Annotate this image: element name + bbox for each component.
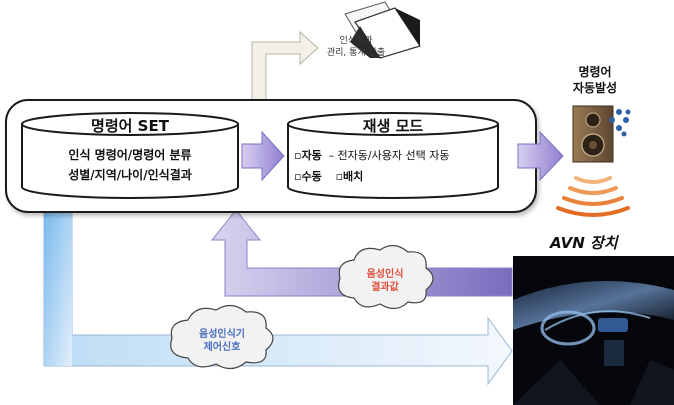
report-output-label-line2: 관리, 통계 산출: [318, 47, 394, 59]
avn-dashboard-image: [513, 256, 674, 405]
recognition-result-line1: 음성인식: [350, 268, 420, 281]
auto-mode-label: 자동: [301, 147, 321, 163]
speaker-label-line2: 자동발성: [560, 80, 630, 96]
control-signal-arrow-vertical: [44, 212, 72, 366]
manual-mode-label: 수동: [301, 168, 321, 184]
command-set-line1: 인식 명령어/명령어 분류: [28, 146, 232, 163]
batch-mode-label: 배치: [343, 168, 363, 184]
playback-mode-row2: ▫수동 ▫배치: [294, 168, 363, 184]
bullet-icon: ▫: [294, 149, 301, 162]
bullet-icon: ▫: [294, 170, 301, 183]
sound-wave-icon: [558, 178, 628, 215]
speaker-icon: [573, 106, 631, 162]
recognizer-control-text: 음성인식기 제어신호: [182, 328, 262, 354]
recognizer-control-line2: 제어신호: [182, 341, 262, 354]
bullet-icon: ▫: [336, 170, 343, 183]
auto-mode-description: – 전자동/사용자 선택 자동: [329, 147, 450, 163]
recognition-result-line2: 결과값: [350, 281, 420, 294]
report-output-arrow: [252, 32, 318, 110]
speaker-label: 명령어 자동발성: [560, 64, 630, 96]
playback-mode-title: 재생 모드: [303, 115, 483, 136]
control-signal-arrow: [44, 212, 512, 384]
command-set-title: 명령어 SET: [40, 115, 220, 136]
playback-mode-row1: ▫자동 – 전자동/사용자 선택 자동: [294, 147, 449, 163]
recognition-result-text: 음성인식 결과값: [350, 268, 420, 294]
speaker-label-line1: 명령어: [560, 64, 630, 80]
command-set-line2: 성별/지역/나이/인식결과: [28, 166, 232, 183]
avn-device-label: AVN 장치: [550, 232, 618, 253]
report-output-label: 인식결과 관리, 통계 산출: [318, 35, 394, 59]
recognizer-control-line1: 음성인식기: [182, 328, 262, 341]
report-output-label-line1: 인식결과: [318, 35, 394, 47]
